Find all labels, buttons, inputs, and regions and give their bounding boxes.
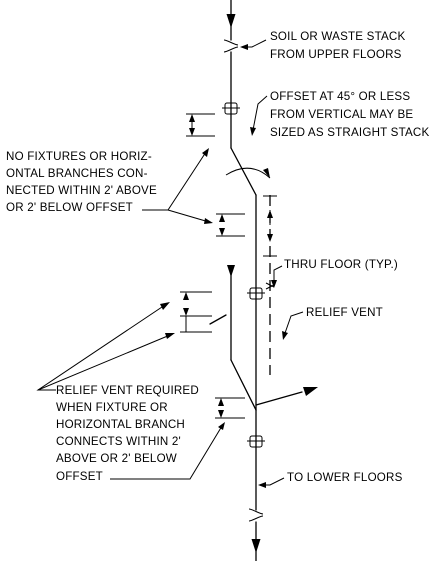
leader-thru-floor [271, 265, 283, 288]
dim-lower [215, 397, 245, 419]
break-mark-top [223, 39, 239, 46]
fitting-middle [247, 287, 265, 300]
label-soil-stack: SOIL OR WASTE STACK FROM UPPER FLOORS [270, 30, 409, 61]
leader-offset-bottom [110, 422, 225, 480]
fitting-upper [222, 102, 240, 115]
horizontal-branch [209, 265, 318, 411]
flow-arrow-top [226, 14, 236, 28]
leader-offset [250, 95, 268, 136]
leader-no-fixtures [142, 148, 213, 224]
dim-upper [186, 113, 215, 137]
leader-relief-vent [282, 311, 304, 340]
label-thru-floor: THRU FLOOR (TYP.) [284, 258, 398, 271]
stack-bottom [248, 508, 264, 561]
fitting-lower [247, 435, 265, 448]
label-no-fixtures: NO FIXTURES OR HORIZ- ONTAL BRANCHES CON… [6, 150, 160, 214]
flow-arrow-bottom [251, 539, 261, 553]
angle-arc [225, 167, 271, 179]
leader-lower-floors [258, 477, 285, 488]
dim-lower-left [180, 291, 212, 333]
label-offset: OFFSET AT 45° OR LESS FROM VERTICAL MAY … [270, 90, 429, 139]
offset-section [230, 147, 257, 511]
leader-relief-required [36, 302, 175, 391]
soil-stack-upper [223, 0, 239, 149]
relief-vent-line [265, 195, 275, 375]
dim-right [263, 195, 277, 257]
label-lower-floors: TO LOWER FLOORS [287, 471, 403, 484]
break-mark-bottom [248, 508, 264, 515]
dim-offset [216, 213, 245, 237]
branch-arrow [303, 387, 318, 396]
label-relief-required: RELIEF VENT REQUIRED WHEN FIXTURE OR HOR… [56, 384, 202, 483]
label-relief-vent: RELIEF VENT [306, 306, 383, 319]
leader-soil-stack [240, 39, 267, 50]
